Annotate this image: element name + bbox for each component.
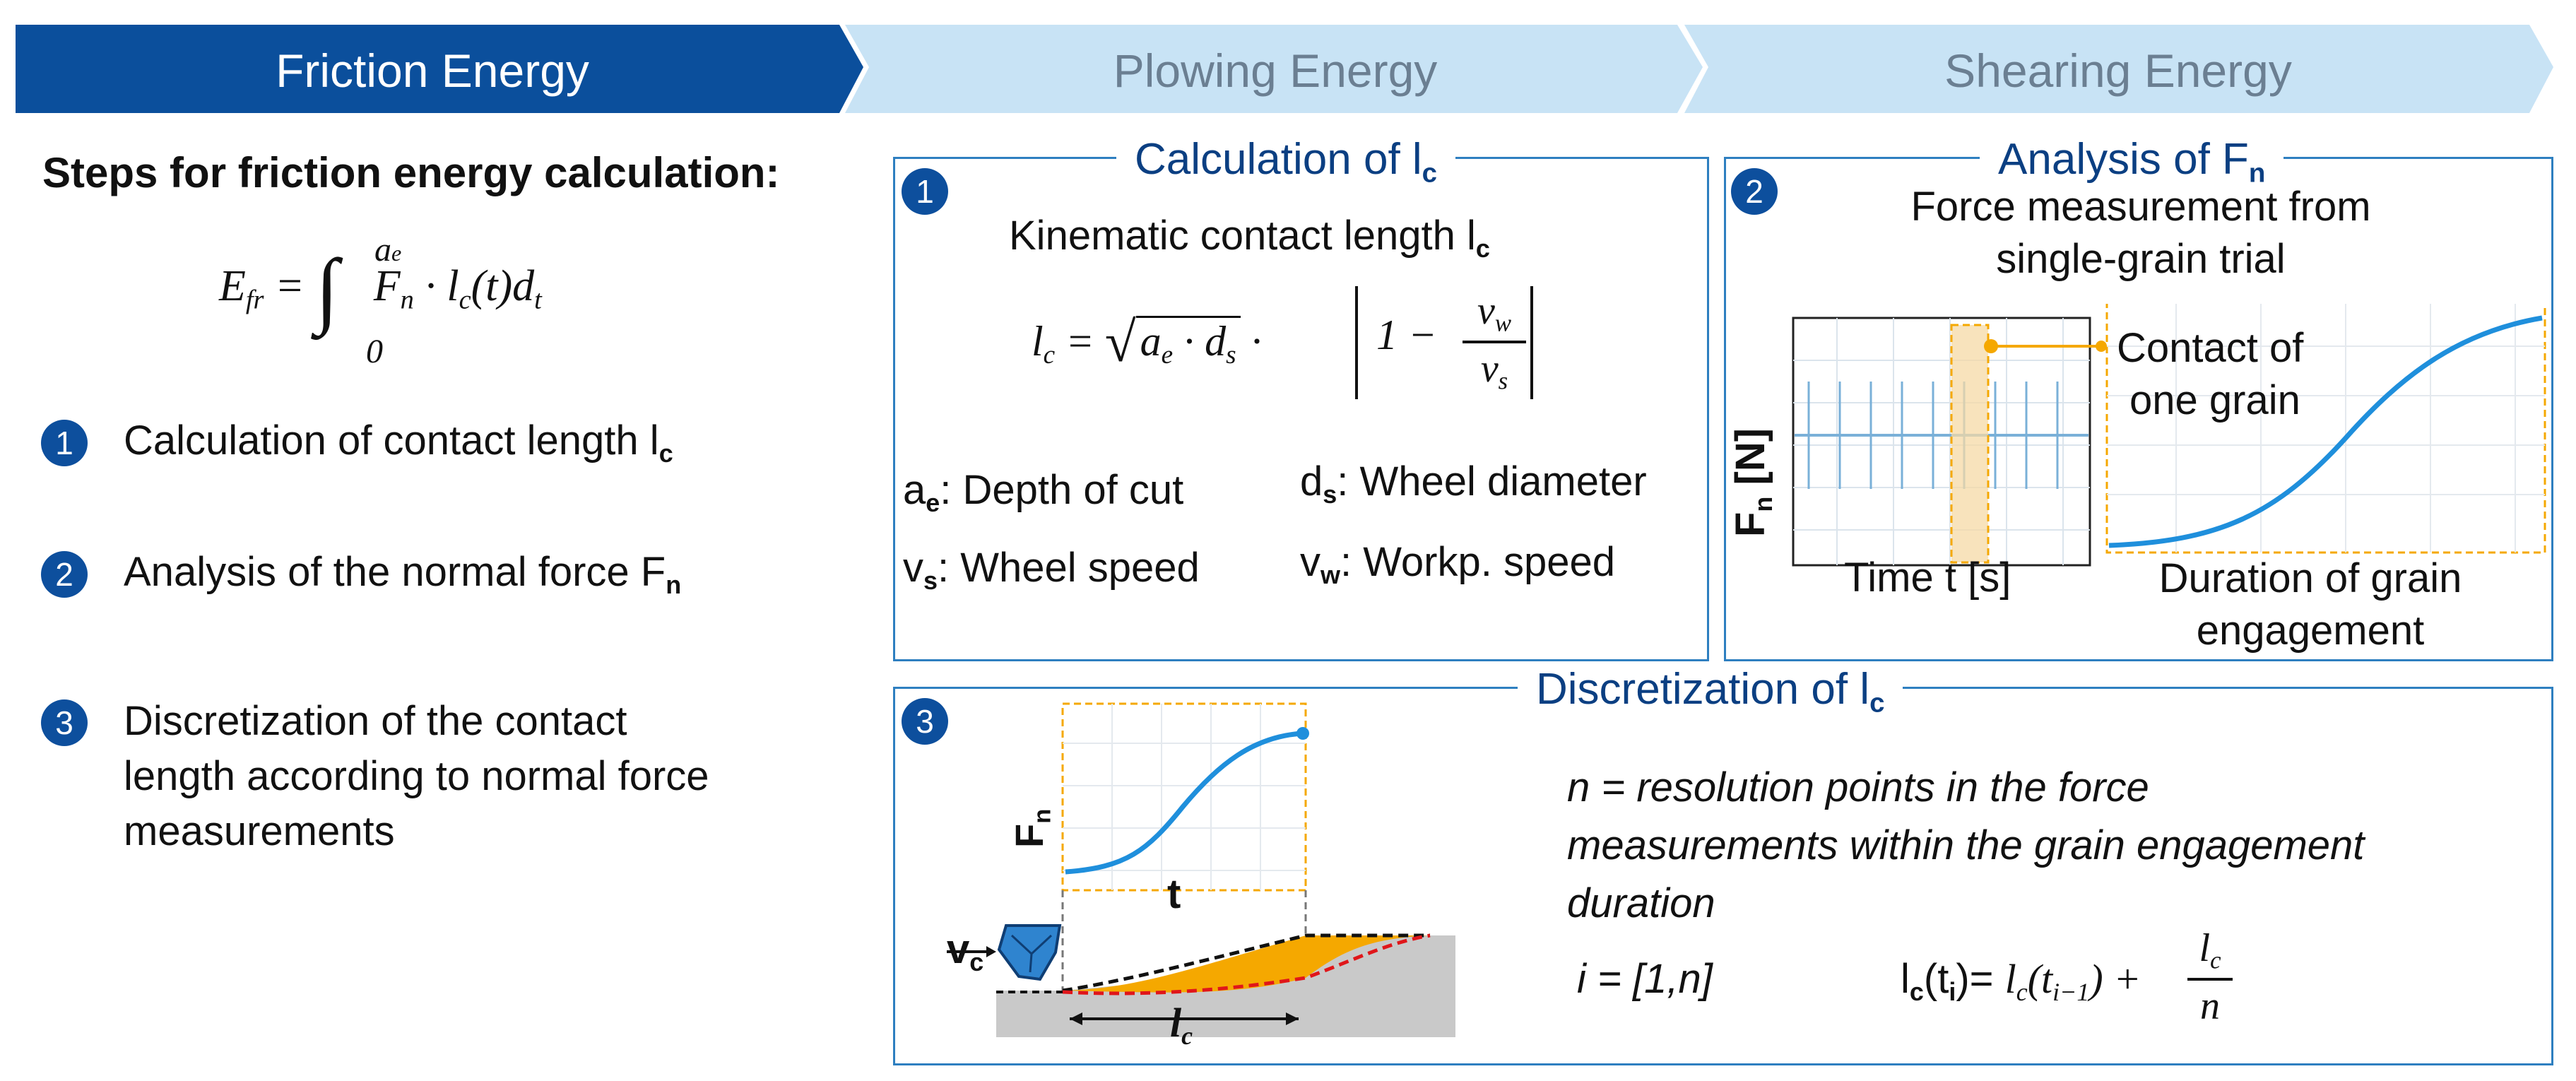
tab-friction-shape: [16, 25, 863, 113]
tab-shearing-shape: [1684, 25, 2553, 113]
tab-plowing-energy[interactable]: Plowing Energy: [1113, 45, 1438, 97]
panel-2-subtitle: Force measurement from single-grain tria…: [1910, 184, 2371, 282]
abs-one: 1 −: [1376, 312, 1437, 358]
contact-length-formula: lc = √ae · ds ·: [1032, 312, 1262, 374]
ratio-denominator: vs: [1480, 347, 1508, 395]
def-depth-of-cut: ae: Depth of cut: [903, 467, 1184, 517]
tab-shearing-energy[interactable]: Shearing Energy: [1944, 45, 2292, 97]
panel-2-badge: 2: [1731, 168, 1778, 215]
discretization-figure: [947, 702, 1455, 1037]
resolution-description: n = resolution points in the force measu…: [1567, 764, 2365, 926]
zoom-caption: Duration of grain engagement: [2158, 555, 2462, 654]
abs-bar-right: [1530, 286, 1533, 399]
abs-bar-left: [1355, 286, 1358, 399]
fraction-bar: [2187, 978, 2233, 981]
discretization-x-axis-label: t: [1167, 871, 1181, 917]
steps-heading: Steps for friction energy calculation:: [42, 149, 780, 196]
discretization-equation: lc(ti)= lc(ti−1) +: [1901, 956, 2141, 1006]
tab-plowing-shape: [845, 25, 1703, 113]
discretization-y-axis-label: Fn: [1007, 808, 1056, 848]
step-3-badge: 3: [41, 699, 88, 746]
ratio-numerator: vw: [1477, 289, 1512, 337]
fraction-denominator: n: [2200, 984, 2220, 1028]
panel-2-title: Analysis of Fn: [1980, 134, 2284, 189]
fraction-numerator: lc: [2199, 926, 2221, 974]
velocity-label: vc: [947, 926, 984, 976]
index-range: i = [1,n]: [1577, 956, 1713, 1002]
force-signal-figure: [1792, 304, 2546, 567]
step-2-text: Analysis of the normal force Fn: [124, 549, 682, 599]
step-1-text: Calculation of contact length lc: [124, 418, 673, 468]
panel-1-badge: 1: [902, 168, 948, 215]
def-wheel-diameter: ds: Wheel diameter: [1300, 459, 1647, 509]
force-x-axis-label: Time t [s]: [1844, 555, 2011, 601]
step-3-text: Discretization of the contact length acc…: [124, 698, 709, 854]
def-workpiece-speed: vw: Workp. speed: [1300, 539, 1615, 589]
zoom-label: Contact of one grain: [2117, 325, 2304, 423]
step-1-badge: 1: [41, 420, 88, 466]
length-label: lc: [1170, 1000, 1193, 1050]
tab-friction-energy[interactable]: Friction Energy: [276, 45, 589, 97]
tab-bar-shapes: [16, 25, 2553, 113]
friction-energy-formula: Efr = ∫ ae 0 Fn · lc(t)dt: [219, 231, 542, 370]
panel-3-badge: 3: [902, 698, 948, 745]
def-wheel-speed: vs: Wheel speed: [903, 545, 1200, 595]
force-y-axis-label: Fn [N]: [1727, 427, 1778, 537]
step-2-badge: 2: [41, 551, 88, 598]
ratio-bar: [1463, 341, 1526, 343]
panel-1-title: Calculation of lc: [1116, 134, 1456, 189]
panel-3-title: Discretization of lc: [1518, 664, 1903, 719]
panel-1-subtitle: Kinematic contact length lc: [1009, 213, 1490, 263]
